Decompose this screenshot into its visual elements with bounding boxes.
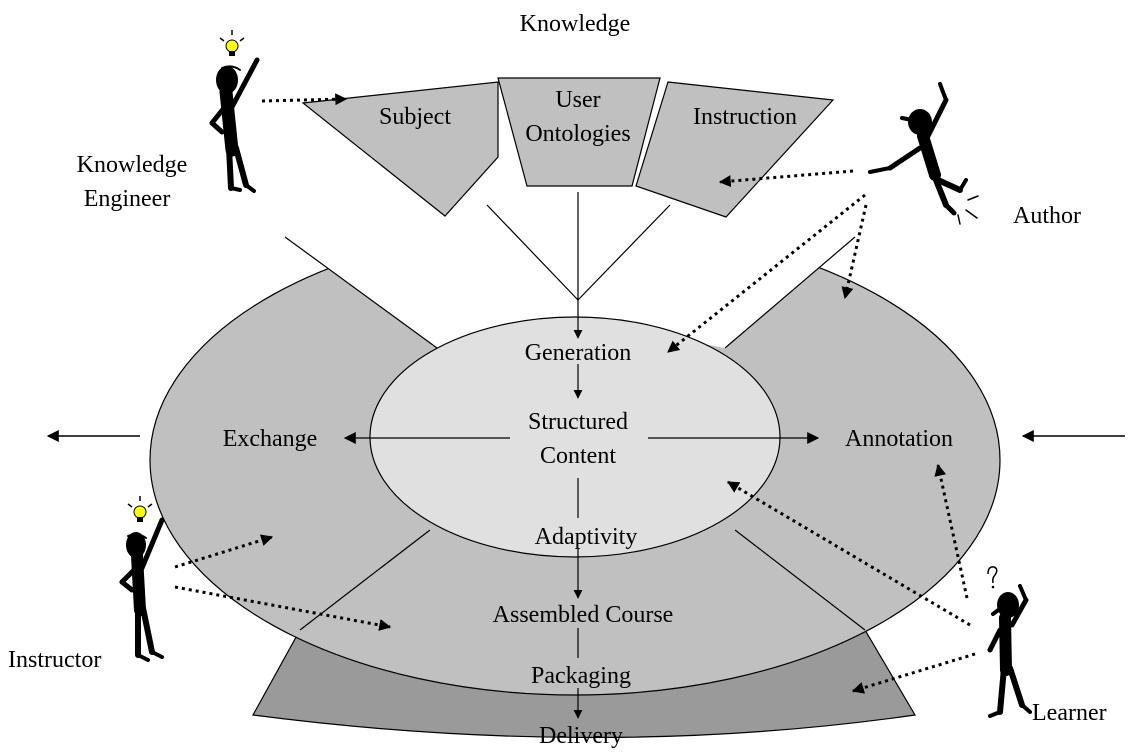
instruction-label: Instruction bbox=[693, 104, 797, 130]
learner-label: Learner bbox=[1032, 700, 1107, 726]
author-figure bbox=[868, 82, 979, 225]
ontologies-label: Ontologies bbox=[525, 121, 630, 147]
converge-line-instruction bbox=[577, 204, 671, 301]
knowledge-engineer-label-line1: Knowledge bbox=[77, 152, 188, 178]
instructor-label: Instructor bbox=[8, 647, 101, 673]
dotted-arrow-instructor-to-course bbox=[174, 585, 392, 631]
adaptivity-label: Adaptivity bbox=[535, 524, 638, 550]
subject-label: Subject bbox=[379, 104, 451, 130]
author-label: Author bbox=[1013, 203, 1081, 229]
dotted-arrow-engineer-to-subject bbox=[261, 93, 348, 106]
delivery-label: Delivery bbox=[539, 723, 623, 749]
center-ellipse bbox=[369, 316, 781, 558]
packaging-label: Packaging bbox=[531, 663, 631, 689]
ring-divider-top-left bbox=[284, 236, 438, 349]
exchange-label: Exchange bbox=[223, 426, 318, 452]
lightbulb-icon bbox=[127, 496, 153, 522]
user-label: User bbox=[555, 87, 600, 113]
annotation-label: Annotation bbox=[845, 426, 953, 452]
ring-divider-top-right bbox=[724, 236, 856, 349]
generation-label: Generation bbox=[525, 340, 632, 366]
dotted-arrow-learner-to-packaging bbox=[851, 652, 976, 694]
structured-label: Structured bbox=[528, 409, 628, 435]
ring-divider-bottom-right bbox=[734, 529, 866, 631]
segment-instruction bbox=[635, 81, 835, 218]
segment-subject bbox=[301, 81, 499, 217]
dotted-arrow-learner-to-annotation bbox=[934, 463, 969, 599]
converge-line-subject bbox=[486, 204, 579, 301]
dotted-arrow-author-to-annotation bbox=[841, 204, 868, 300]
dotted-arrow-learner-to-content bbox=[726, 480, 971, 627]
ring-top-notch bbox=[285, 221, 855, 348]
question-mark-icon bbox=[987, 566, 998, 589]
dotted-arrow-instructor-to-exchange bbox=[174, 534, 274, 569]
knowledge-engineer-figure bbox=[209, 57, 260, 193]
assembled-course-label: Assembled Course bbox=[493, 602, 674, 628]
learner-figure bbox=[987, 584, 1032, 718]
dotted-arrow-author-to-instruction bbox=[718, 169, 854, 188]
segment-user-ontologies bbox=[497, 77, 661, 187]
lightbulb-icon bbox=[219, 30, 245, 56]
content-label: Content bbox=[540, 443, 616, 469]
knowledge-title: Knowledge bbox=[520, 11, 631, 37]
knowledge-engineer-label-line2: Engineer bbox=[84, 186, 171, 212]
instructor-figure bbox=[119, 517, 165, 662]
